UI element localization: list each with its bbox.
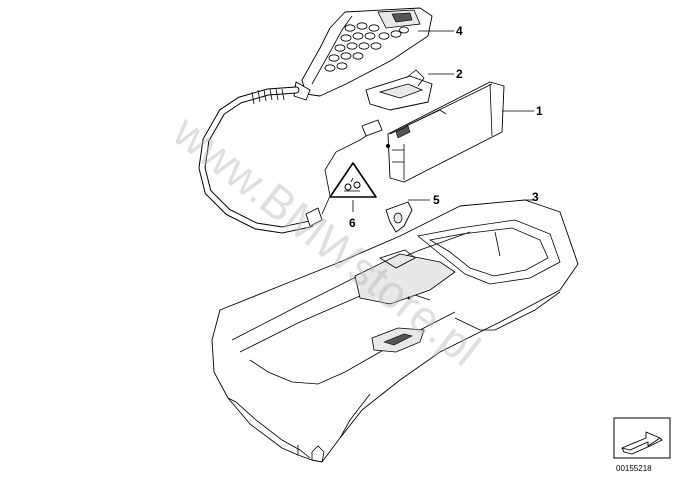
callout-4: 4 [456,24,463,38]
callout-6: 6 [349,216,356,230]
arrow-right-icon [621,431,663,455]
callout-1: 1 [536,104,543,118]
handset-keypad [324,22,409,72]
callout-2: 2 [456,67,463,81]
callout-5: 5 [433,193,440,207]
telephone-handset [293,7,433,101]
handset-cradle [365,69,433,111]
reference-box: 00155218 [613,417,671,473]
reference-number: 00155218 [616,464,652,473]
callout-3: 3 [532,190,539,204]
leader-lines [352,30,535,212]
center-console [211,199,579,463]
coiled-cable [198,86,383,234]
clip-part [385,201,413,233]
control-unit [386,81,505,183]
warning-triangle-icon [329,162,377,198]
